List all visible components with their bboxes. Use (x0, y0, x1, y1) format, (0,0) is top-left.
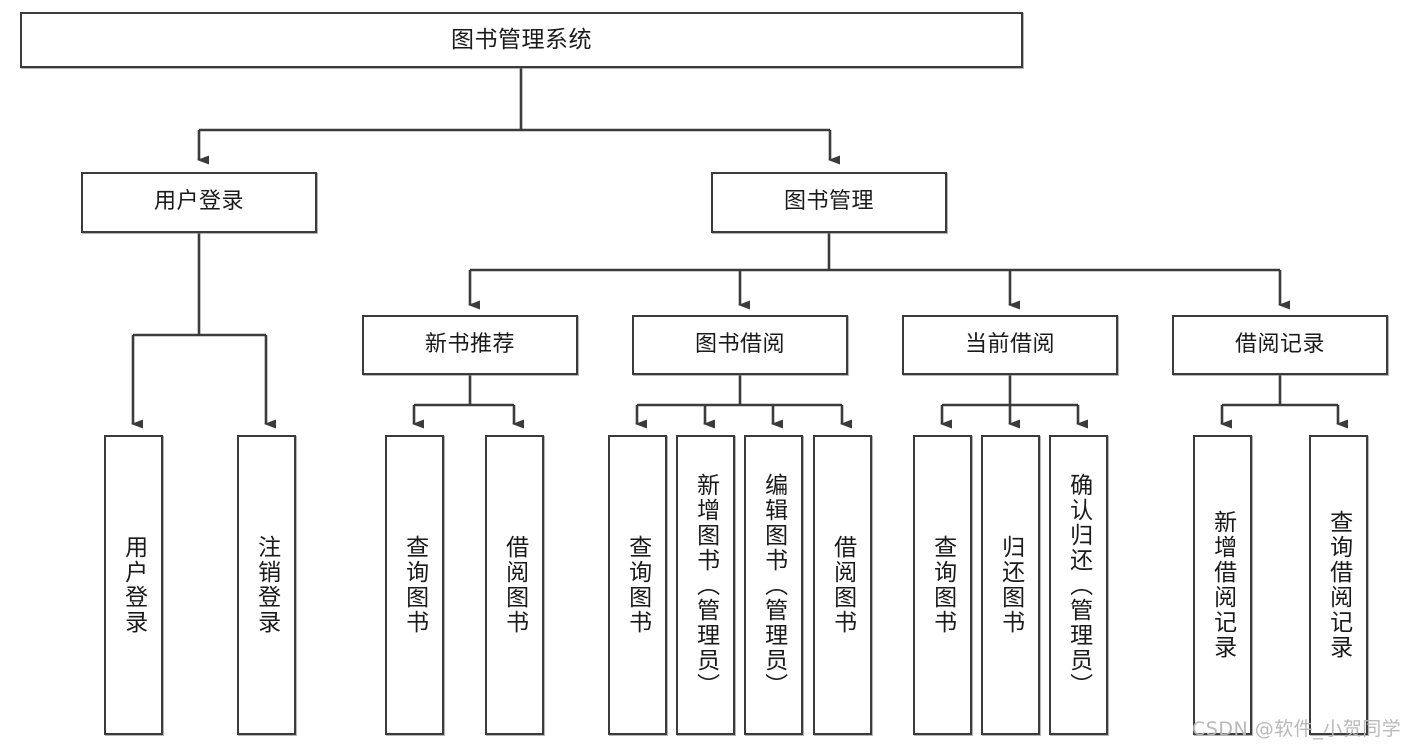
node-label: 注销登录 (253, 535, 280, 635)
leaf-query-borrow-record[interactable]: 查询借阅记录 (1309, 435, 1368, 735)
leaf-add-book-admin[interactable]: 新增图书（管理员） (676, 435, 735, 735)
node-label: 归还图书 (997, 535, 1024, 635)
node-label: 借阅图书 (829, 535, 856, 635)
node-label: 新增借阅记录 (1209, 510, 1236, 660)
node-label: 借阅图书 (501, 535, 528, 635)
node-label: 确认归还（管理员） (1065, 472, 1092, 698)
node-label: 图书管理 (783, 189, 874, 215)
leaf-confirm-return-admin[interactable]: 确认归还（管理员） (1049, 435, 1108, 735)
leaf-borrow-book[interactable]: 借阅图书 (813, 435, 872, 735)
leaf-user-logout[interactable]: 注销登录 (237, 435, 296, 735)
leaf-return-book[interactable]: 归还图书 (981, 435, 1040, 735)
leaf-edit-book-admin[interactable]: 编辑图书（管理员） (744, 435, 803, 735)
node-label: 编辑图书（管理员） (760, 472, 787, 698)
leaf-borrow-book-recommend[interactable]: 借阅图书 (485, 435, 544, 735)
node-new-book-recommend[interactable]: 新书推荐 (362, 315, 578, 375)
node-label: 借阅记录 (1234, 331, 1325, 357)
leaf-query-book-current[interactable]: 查询图书 (913, 435, 972, 735)
csdn-watermark: CSDN @软件_小贺同学 (1192, 718, 1402, 740)
node-root-book-management-system[interactable]: 图书管理系统 (20, 12, 1023, 68)
node-label: 查询图书 (624, 535, 651, 635)
node-borrow-record[interactable]: 借阅记录 (1172, 315, 1388, 375)
node-label: 新书推荐 (424, 331, 515, 357)
leaf-add-borrow-record[interactable]: 新增借阅记录 (1193, 435, 1252, 735)
node-book-borrow[interactable]: 图书借阅 (632, 315, 848, 375)
node-label: 用户登录 (120, 535, 147, 635)
node-label: 图书借阅 (694, 331, 785, 357)
node-book-management[interactable]: 图书管理 (711, 172, 947, 233)
node-label: 图书管理系统 (451, 26, 592, 53)
node-label: 当前借阅 (964, 331, 1055, 357)
node-label: 查询图书 (929, 535, 956, 635)
leaf-query-book-borrow[interactable]: 查询图书 (608, 435, 667, 735)
leaf-query-book-recommend[interactable]: 查询图书 (385, 435, 444, 735)
node-current-borrow[interactable]: 当前借阅 (902, 315, 1118, 375)
node-label: 查询图书 (401, 535, 428, 635)
node-user-login[interactable]: 用户登录 (81, 172, 317, 233)
node-label: 新增图书（管理员） (692, 472, 719, 698)
node-label: 查询借阅记录 (1325, 510, 1352, 660)
node-label: 用户登录 (153, 189, 244, 215)
leaf-user-login[interactable]: 用户登录 (104, 435, 163, 735)
